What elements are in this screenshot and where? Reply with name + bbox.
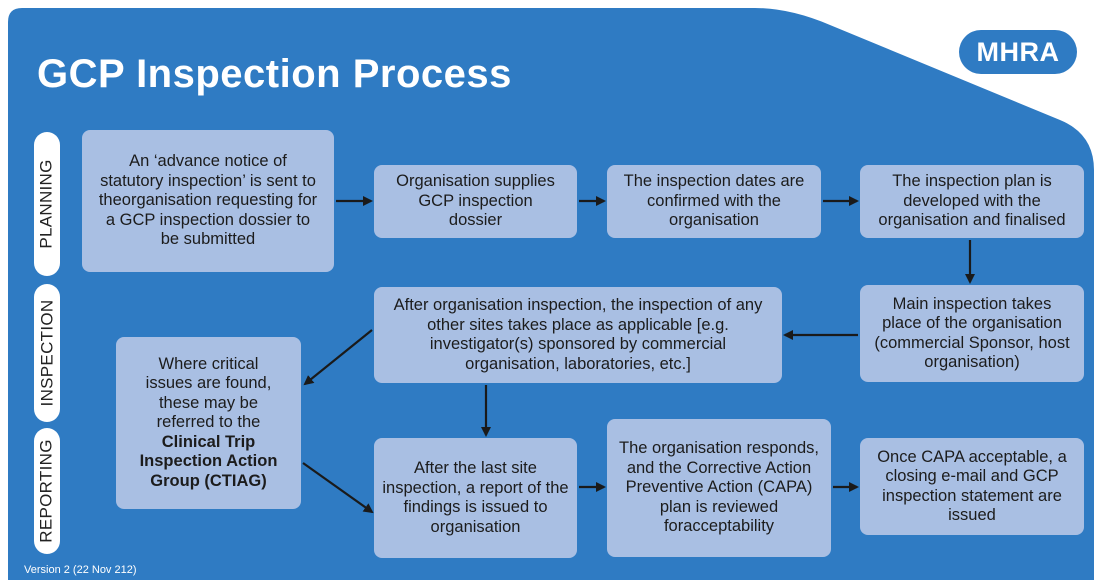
box-advance-notice-text: An ‘advance notice of statutory inspecti… [98, 152, 318, 249]
box-critical-issues-text: Where critical issues are found, these m… [145, 354, 272, 432]
phase-planning-label: PLANNING [37, 159, 56, 249]
box-main-inspection-text: Main inspection takes place of the organ… [874, 294, 1070, 372]
phase-planning: PLANNING [34, 132, 60, 276]
box-other-sites: After organisation inspection, the inspe… [374, 287, 782, 383]
phase-inspection: INSPECTION [34, 284, 60, 422]
version-note: Version 2 (22 Nov 212) [24, 564, 137, 576]
phase-reporting: REPORTING [34, 428, 60, 554]
phase-reporting-label: REPORTING [37, 439, 56, 543]
mhra-logo-text: MHRA [959, 30, 1077, 74]
page-title: GCP Inspection Process [37, 52, 512, 96]
box-capa-reviewed: The organisation responds, and the Corre… [607, 419, 831, 557]
box-supplies-dossier-text: Organisation supplies GCP inspection dos… [396, 172, 555, 230]
box-main-inspection: Main inspection takes place of the organ… [860, 285, 1084, 382]
box-dates-confirmed-text: The inspection dates are confirmed with … [623, 172, 805, 230]
box-report-issued-text: After the last site inspection, a report… [382, 459, 569, 536]
mhra-logo: MHRA [954, 25, 1082, 79]
box-closing-email-text: Once CAPA acceptable, a closing e-mail a… [877, 447, 1067, 525]
box-plan-developed: The inspection plan is developed with th… [860, 165, 1084, 238]
box-dates-confirmed: The inspection dates are confirmed with … [607, 165, 821, 238]
box-advance-notice: An ‘advance notice of statutory inspecti… [82, 130, 334, 272]
box-plan-developed-text: The inspection plan is developed with th… [878, 172, 1066, 230]
box-other-sites-text: After organisation inspection, the inspe… [393, 296, 763, 373]
box-critical-issues-group: Clinical Trip Inspection Action Group (C… [139, 432, 278, 490]
box-capa-reviewed-text: The organisation responds, and the Corre… [619, 439, 819, 536]
box-closing-email: Once CAPA acceptable, a closing e-mail a… [860, 438, 1084, 535]
box-critical-issues: Where critical issues are found, these m… [116, 337, 301, 509]
box-supplies-dossier: Organisation supplies GCP inspection dos… [374, 165, 577, 238]
box-report-issued: After the last site inspection, a report… [374, 438, 577, 558]
phase-inspection-label: INSPECTION [37, 299, 56, 407]
